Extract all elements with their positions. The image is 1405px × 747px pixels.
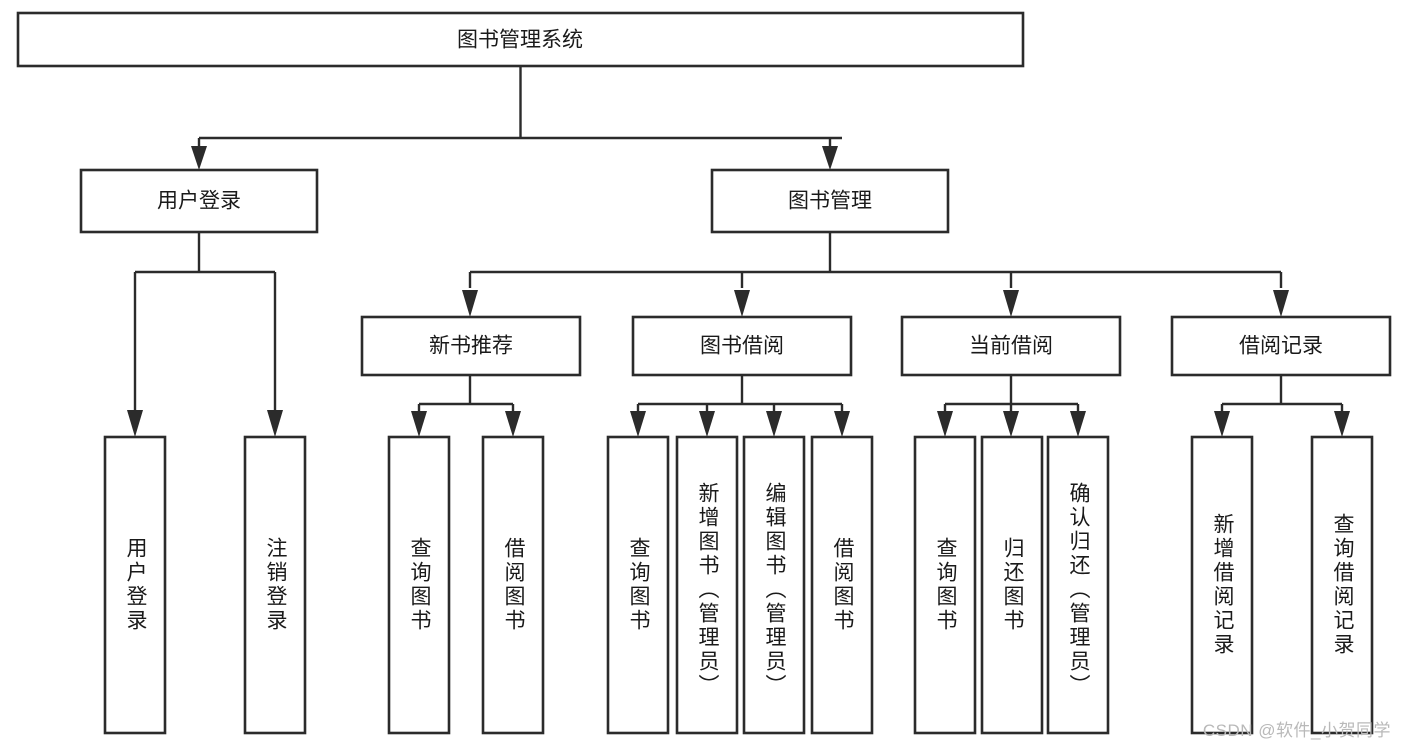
node-book-management[interactable]: 图书管理 [710,168,950,234]
arrow-to-leaf-borrow-book-2 [834,411,850,437]
node-new-book-recommend-box[interactable] [360,315,582,377]
leaf-query-book-3[interactable] [913,435,977,735]
node-current-borrow-label: 当前借阅 [969,335,1053,358]
arrow-to-user-login [191,146,207,170]
leaf-query-record[interactable] [1310,435,1374,735]
arrow-to-leaf-query-book-1 [411,411,427,437]
edge-group-currentborrow-to-leaves [937,375,1086,437]
arrow-to-book-borrow [734,290,750,317]
node-new-book-recommend[interactable]: 新书推荐 [360,315,582,377]
arrow-to-borrow-record [1273,290,1289,317]
node-new-book-recommend-label: 新书推荐 [429,335,513,358]
leaf-borrow-book-1[interactable] [481,435,545,735]
leaf-query-book-1-box[interactable] [387,435,451,735]
edge-group-bookmgmt-to-level3 [462,232,1289,317]
edge-userlogin-branch [133,232,277,420]
arrow-to-leaf-user-login [127,410,143,437]
node-user-login-box[interactable] [79,168,319,234]
leaf-query-book-1[interactable] [387,435,451,735]
node-book-borrow[interactable]: 图书借阅 [631,315,853,377]
edge-group-bookborrow-to-leaves [630,375,850,437]
arrow-to-current-borrow [1003,290,1019,317]
edge-group-root-to-level2 [191,66,842,170]
arrow-to-book-management [822,146,838,170]
leaf-user-login[interactable] [103,435,167,735]
leaf-logout[interactable] [243,435,307,735]
node-user-login-label: 用户登录 [157,190,241,213]
arrow-to-leaf-add-book [699,411,715,437]
arrow-to-leaf-confirm-return [1070,411,1086,437]
node-borrow-record[interactable]: 借阅记录 [1170,315,1392,377]
node-root[interactable]: 图书管理系统 [16,11,1025,68]
node-current-borrow-box[interactable] [900,315,1122,377]
leaf-add-book[interactable] [675,435,739,735]
leaf-return-book-box[interactable] [980,435,1044,735]
arrow-to-leaf-borrow-book-1 [505,411,521,437]
edge-bookmgmt-branch [468,232,1283,288]
leaf-query-book-2[interactable] [606,435,670,735]
leaf-query-book-3-box[interactable] [913,435,977,735]
leaf-confirm-return-box[interactable] [1046,435,1110,735]
node-book-borrow-box[interactable] [631,315,853,377]
node-book-management-label: 图书管理 [788,190,872,213]
edge-group-userlogin-to-leaves [127,232,283,437]
node-user-login[interactable]: 用户登录 [79,168,319,234]
leaf-confirm-return[interactable] [1046,435,1110,735]
node-current-borrow[interactable]: 当前借阅 [900,315,1122,377]
node-borrow-record-box[interactable] [1170,315,1392,377]
arrow-to-leaf-query-book-2 [630,411,646,437]
edge-root-branch [197,66,842,158]
leaf-add-record[interactable] [1190,435,1254,735]
leaf-add-record-box[interactable] [1190,435,1254,735]
edge-newbook-branch [417,375,515,420]
node-borrow-record-label: 借阅记录 [1239,335,1323,358]
leaf-edit-book[interactable] [742,435,806,735]
leaf-query-record-box[interactable] [1310,435,1374,735]
arrow-to-leaf-edit-book [766,411,782,437]
leaf-borrow-book-2[interactable] [810,435,874,735]
leaf-borrow-book-2-box[interactable] [810,435,874,735]
node-book-management-box[interactable] [710,168,950,234]
edge-group-borrowrecord-to-leaves [1214,375,1350,437]
leaf-logout-box[interactable] [243,435,307,735]
node-root-label: 图书管理系统 [457,29,583,52]
arrow-to-leaf-add-record [1214,411,1230,437]
node-root-box[interactable] [16,11,1025,68]
node-book-borrow-label: 图书借阅 [700,335,784,358]
arrow-to-leaf-logout [267,410,283,437]
arrow-to-leaf-query-book-3 [937,411,953,437]
leaf-user-login-box[interactable] [103,435,167,735]
leaf-add-book-box[interactable] [675,435,739,735]
edge-bookborrow-branch [636,375,844,420]
arrow-to-leaf-return-book [1003,411,1019,437]
arrow-to-leaf-query-record [1334,411,1350,437]
leaf-query-book-2-box[interactable] [606,435,670,735]
leaf-return-book[interactable] [980,435,1044,735]
edge-group-newbook-to-leaves [411,375,521,437]
leaf-edit-book-box[interactable] [742,435,806,735]
arrow-to-new-book-recommend [462,290,478,317]
leaf-borrow-book-1-box[interactable] [481,435,545,735]
edge-borrowrecord-branch [1220,375,1344,420]
